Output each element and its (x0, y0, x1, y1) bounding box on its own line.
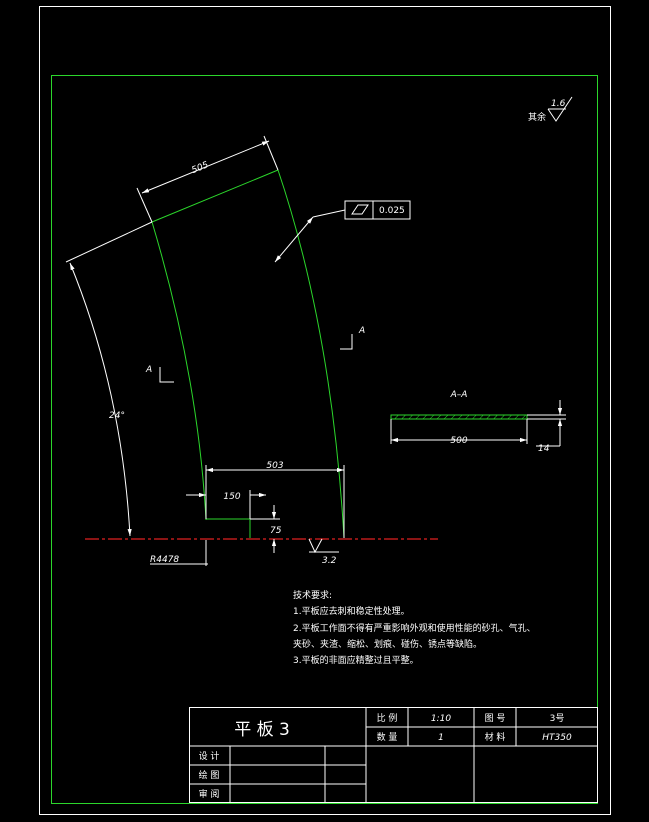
material-label: 材 料 (485, 731, 506, 743)
section-length: 500 (450, 436, 467, 446)
drawing-no-label: 图 号 (485, 713, 506, 724)
plate-outline (151, 169, 345, 539)
technical-notes: 技术要求: 1.平板应去刺和稳定性处理。 2.平板工作面不得有严重影响外观和使用… (293, 589, 536, 666)
checked-label: 审 阅 (199, 788, 220, 800)
dim-radius-label: R4478 (150, 555, 179, 565)
dim-angle-label: 24° (109, 411, 125, 421)
section-thickness: 14 (538, 444, 550, 454)
material-value: HT350 (542, 733, 572, 743)
dim-150: 150 (186, 490, 266, 519)
dim-radius: R4478 (150, 540, 208, 566)
roughness-bottom-value: 3.2 (322, 556, 337, 566)
drawing-no-value: 3号 (550, 713, 565, 724)
qty-label: 数 量 (377, 731, 398, 743)
part-name: 平 板 3 (234, 720, 290, 740)
tolerance-value: 0.025 (379, 206, 405, 216)
notes-line: 2.平板工作面不得有严重影响外观和使用性能的砂孔、气孔、 (293, 622, 536, 634)
roughness-bottom: 3.2 (308, 538, 339, 566)
dim-75-label: 75 (270, 526, 282, 536)
notes-line: 3.平板的非面应精整过且平整。 (293, 654, 419, 666)
designed-label: 设 计 (199, 750, 220, 762)
drawn-label: 绘 图 (199, 769, 220, 781)
notes-line: 夹砂、夹渣、缩松、划痕、碰伤、锈点等缺陷。 (293, 638, 482, 650)
section-marker-right: A (340, 326, 365, 350)
dim-150-label: 150 (223, 492, 240, 502)
roughness-general: 1.6 其余 (528, 96, 573, 123)
dim-bottom-width: 503 (266, 461, 283, 471)
dim-75: 75 (250, 505, 282, 553)
dim-angle: 24° (65, 221, 153, 537)
title-block: 平 板 3 比 例 1:10 图 号 3号 数 量 1 材 料 HT350 设 … (189, 707, 598, 803)
qty-value: 1 (438, 733, 444, 743)
section-title: A–A (450, 390, 468, 400)
flatness-tolerance: 0.025 (274, 200, 411, 263)
inner-border (51, 75, 598, 804)
notes-line: 1.平板应去刺和稳定性处理。 (293, 605, 410, 617)
notes-heading: 技术要求: (293, 589, 332, 601)
roughness-general-value: 1.6 (551, 99, 566, 109)
dim-top-width: 505 (190, 160, 210, 176)
dim-503: 503 (205, 461, 345, 538)
roughness-general-label: 其余 (528, 111, 546, 123)
scale-value: 1:10 (431, 714, 451, 724)
outer-border (39, 6, 611, 815)
flatness-icon (351, 204, 369, 215)
svg-text:A: A (145, 365, 152, 375)
section-view: A–A 500 14 (390, 390, 566, 454)
scale-label: 比 例 (377, 712, 398, 724)
svg-text:A: A (358, 326, 365, 336)
section-marker-left: A (145, 365, 174, 383)
